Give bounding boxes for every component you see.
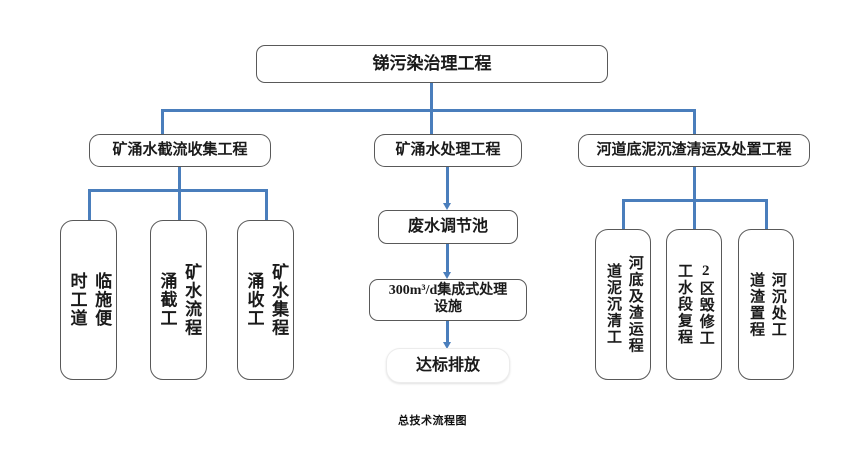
node-left-child-1[interactable]: 临施便 时工道 bbox=[60, 220, 117, 380]
node-branch-middle-label: 矿涌水处理工程 bbox=[395, 142, 501, 159]
node-right-child-2-label: 2区毁修工 工水段复程 bbox=[676, 262, 714, 347]
node-middle-child-1[interactable]: 废水调节池 bbox=[378, 210, 518, 244]
connector-right-drop-3 bbox=[765, 199, 768, 229]
connector-right-drop-1 bbox=[622, 199, 625, 229]
node-root[interactable]: 锑污染治理工程 bbox=[256, 45, 608, 83]
node-right-child-1-label: 河底及渣运程 道泥沉清工 bbox=[605, 255, 643, 354]
arrowhead-middle-3 bbox=[443, 342, 451, 349]
node-middle-child-1-label: 废水调节池 bbox=[407, 218, 488, 235]
node-right-child-1[interactable]: 河底及渣运程 道泥沉清工 bbox=[595, 229, 651, 380]
node-middle-child-2-line2: 设施 bbox=[434, 300, 462, 315]
node-left-child-1-label: 临施便 时工道 bbox=[67, 272, 112, 328]
connector-right-drop-2 bbox=[693, 199, 696, 229]
node-middle-child-2-line1: 300m³/d集成式处理 bbox=[388, 283, 508, 299]
connector-right-stem bbox=[693, 167, 696, 201]
connector-level1-drop-middle bbox=[430, 109, 433, 136]
connector-level1-drop-right bbox=[693, 109, 696, 136]
arrowhead-middle-1 bbox=[443, 203, 451, 210]
connector-level1-bus bbox=[161, 109, 696, 112]
connector-left-drop-2 bbox=[178, 189, 181, 220]
node-right-child-2[interactable]: 2区毁修工 工水段复程 bbox=[666, 229, 722, 380]
connector-left-drop-3 bbox=[265, 189, 268, 220]
node-branch-right-label: 河道底泥沉渣清运及处置工程 bbox=[596, 142, 792, 159]
node-root-label: 锑污染治理工程 bbox=[372, 54, 492, 74]
connector-left-drop-1 bbox=[88, 189, 91, 220]
node-left-child-2[interactable]: 矿水流程 涌截工 bbox=[150, 220, 207, 380]
node-branch-middle[interactable]: 矿涌水处理工程 bbox=[374, 134, 522, 167]
node-branch-right[interactable]: 河道底泥沉渣清运及处置工程 bbox=[578, 134, 810, 167]
connector-left-stem bbox=[178, 167, 181, 191]
connector-middle-arrow-3 bbox=[446, 321, 449, 344]
node-branch-left[interactable]: 矿涌水截流收集工程 bbox=[89, 134, 271, 167]
node-left-child-3-label: 矿水集程 涌收工 bbox=[244, 263, 289, 337]
node-middle-child-3-label: 达标排放 bbox=[415, 356, 480, 374]
connector-level1-drop-left bbox=[161, 109, 164, 136]
node-right-child-3-label: 河沉处工 道渣置程 bbox=[748, 271, 786, 338]
node-left-child-3[interactable]: 矿水集程 涌收工 bbox=[237, 220, 294, 380]
node-right-child-3[interactable]: 河沉处工 道渣置程 bbox=[738, 229, 794, 380]
diagram-caption: 总技术流程图 bbox=[398, 415, 467, 427]
connector-middle-arrow-1 bbox=[446, 167, 449, 205]
node-middle-child-3[interactable]: 达标排放 bbox=[386, 348, 510, 383]
node-middle-child-2[interactable]: 300m³/d集成式处理 设施 bbox=[369, 279, 527, 321]
connector-middle-arrow-2 bbox=[446, 244, 449, 274]
connector-root-stem bbox=[430, 83, 433, 111]
node-branch-left-label: 矿涌水截流收集工程 bbox=[112, 142, 248, 159]
node-left-child-2-label: 矿水流程 涌截工 bbox=[157, 263, 202, 337]
arrowhead-middle-2 bbox=[443, 272, 451, 279]
